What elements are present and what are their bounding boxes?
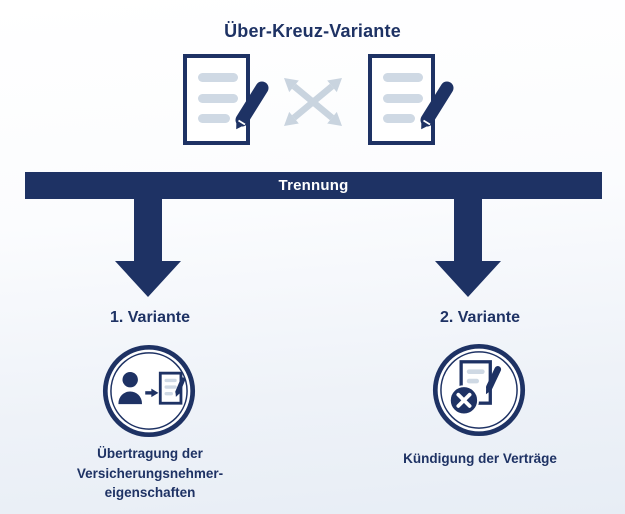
down-arrow-icon (435, 199, 501, 297)
contract-cancellation-icon (432, 343, 526, 437)
variant-2-label: 2. Variante (439, 309, 521, 326)
person-glyph (118, 372, 142, 405)
policyholder-transfer-icon (102, 344, 196, 438)
down-arrow-icon (115, 199, 181, 297)
cancel-badge (448, 385, 479, 416)
document-pen-icon (183, 54, 269, 145)
variant-1-label: 1. Variante (109, 309, 191, 326)
document-pen-icon (368, 54, 454, 145)
variant-1-caption: Übertragung der Versicherungsnehmer- eig… (76, 446, 224, 500)
variant-2-caption: Kündigung der Verträge (403, 451, 557, 466)
cross-arrows-icon (284, 78, 342, 126)
arrow-right-glyph (145, 388, 159, 398)
small-document-glyph (158, 371, 186, 405)
page-title: Über-Kreuz-Variante (224, 21, 401, 41)
contract-glyph (459, 360, 502, 405)
separator-label: Trennung (278, 177, 349, 194)
separator-bar: Trennung (25, 172, 602, 199)
